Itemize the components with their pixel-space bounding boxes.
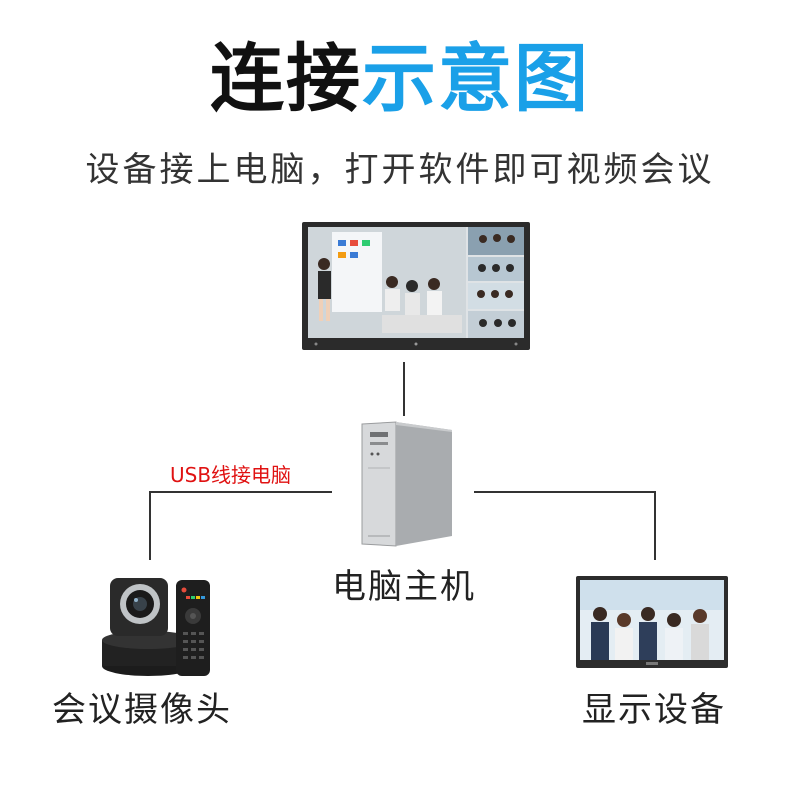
page-title: 连接示意图 — [0, 42, 800, 116]
interactive-display-image — [302, 222, 530, 350]
subtitle: 设备接上电脑，打开软件即可视频会议 — [85, 150, 715, 190]
camera-label: 会议摄像头 — [52, 690, 232, 730]
usb-connection-label: USB线接电脑 — [170, 463, 292, 487]
display-monitor-image — [576, 576, 728, 668]
pc-tower-image — [361, 421, 452, 547]
display-label: 显示设备 — [582, 690, 726, 730]
title-part-1: 连接 — [210, 36, 362, 122]
conference-camera-image — [102, 578, 210, 676]
title-part-2: 示意图 — [362, 36, 590, 122]
line-camera-to-pc — [149, 491, 332, 560]
line-pc-to-monitor — [474, 491, 656, 560]
computer-label: 电脑主机 — [332, 567, 476, 607]
